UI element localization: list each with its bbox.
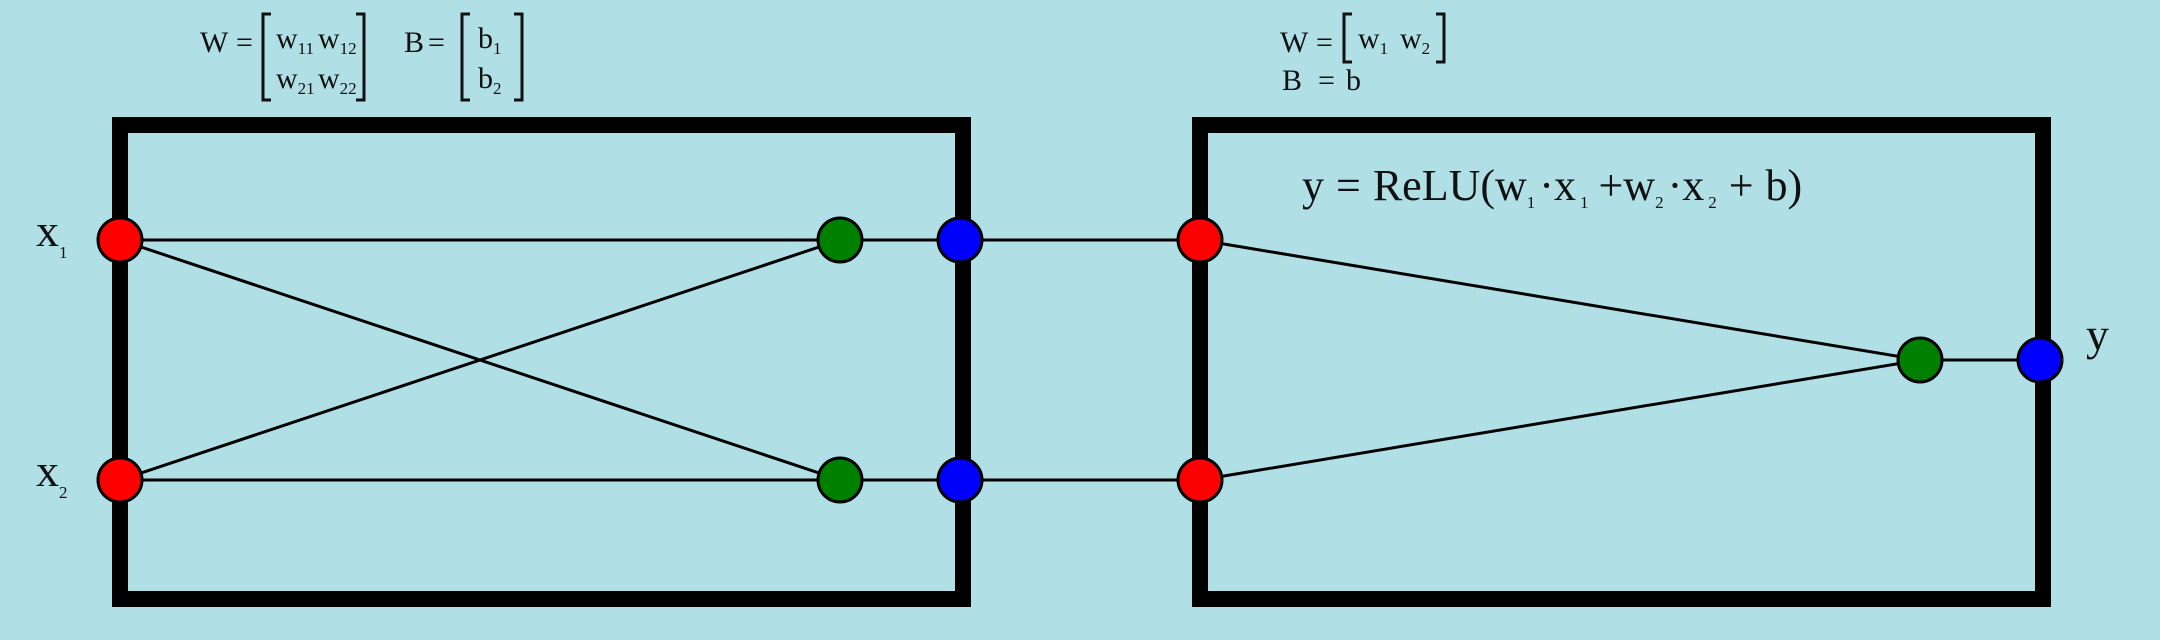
input-node-x2 — [96, 456, 144, 504]
edge-in1-neuron — [1199, 238, 1921, 362]
input-label-x1: x1 — [36, 205, 68, 262]
right-w-equals: = — [1316, 26, 1333, 59]
output-neuron — [1896, 336, 1944, 384]
right-b-value: b — [1346, 64, 1361, 97]
layer1-output-2 — [936, 456, 984, 504]
left-w22: w22 — [318, 62, 357, 98]
right-w2: w2 — [1400, 22, 1430, 58]
left-b2: b2 — [478, 62, 502, 98]
edge-x2-n1 — [119, 238, 841, 482]
left-w-bracket-open — [261, 12, 271, 102]
hidden-neuron-2 — [816, 456, 864, 504]
left-b1: b1 — [478, 22, 502, 58]
edges — [119, 238, 2040, 482]
right-w-bracket-open — [1342, 12, 1352, 64]
layer1-output-1 — [936, 216, 984, 264]
input-node-x1 — [96, 216, 144, 264]
left-b-equals: = — [428, 26, 445, 59]
layer-1-params: W = w11 w12 w21 w22 B = b1 b2 — [200, 12, 524, 102]
left-b-symbol: B — [404, 26, 424, 59]
hidden-neuron-1 — [816, 216, 864, 264]
right-w-bracket-close — [1436, 12, 1446, 64]
left-b-bracket-open — [460, 12, 470, 102]
output-node-y — [2016, 336, 2064, 384]
output-label-y: y — [2086, 309, 2109, 360]
layer2-input-1 — [1176, 216, 1224, 264]
edge-in2-neuron — [1199, 358, 1921, 482]
input-label-x2: x2 — [36, 445, 68, 502]
right-w-symbol: W — [1280, 26, 1309, 59]
right-w1: w1 — [1358, 22, 1388, 58]
left-w11: w11 — [276, 22, 314, 58]
right-b-symbol: B — [1282, 64, 1302, 97]
right-b-equals: = — [1318, 64, 1335, 97]
left-w-equals: = — [236, 26, 253, 59]
left-w-symbol: W — [200, 26, 229, 59]
left-w-bracket-close — [356, 12, 366, 102]
left-b-bracket-close — [514, 12, 524, 102]
layer-1-box — [112, 117, 971, 607]
layer2-input-2 — [1176, 456, 1224, 504]
left-w12: w12 — [318, 22, 357, 58]
layer-2-params: W = w1 w2 B = b — [1280, 12, 1446, 97]
left-w21: w21 — [276, 62, 315, 98]
